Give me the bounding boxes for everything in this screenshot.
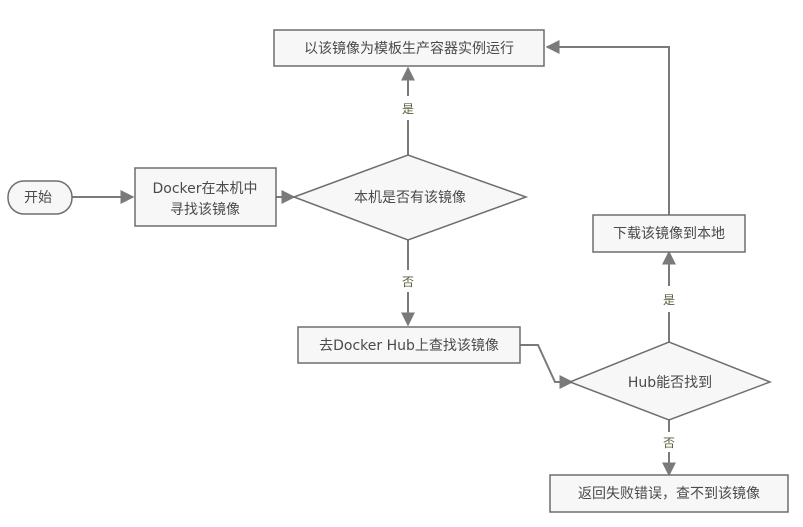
node-download[interactable]: 下载该镜像到本地 (592, 214, 746, 253)
node-has-local-decision[interactable]: 本机是否有该镜像 (291, 154, 529, 241)
edge-label-no-local: 否 (402, 275, 414, 289)
edge-label-yes-local: 是 (402, 102, 414, 116)
node-search-local[interactable]: Docker在本机中 寻找该镜像 (134, 167, 277, 227)
node-error-label: 返回失败错误，查不到该镜像 (578, 486, 760, 502)
node-hub-found-label: Hub能否找到 (628, 375, 712, 391)
node-search-hub-label: 去Docker Hub上查找该镜像 (319, 338, 499, 354)
node-has-local-label: 本机是否有该镜像 (354, 190, 466, 206)
edge-label-no-hub: 否 (663, 436, 675, 450)
edge-hub-search-to-hub-decision (520, 344, 574, 389)
node-run-container-label: 以该镜像为模板生产容器实例运行 (304, 40, 514, 57)
node-error[interactable]: 返回失败错误，查不到该镜像 (549, 474, 789, 513)
edge-label-yes-hub: 是 (663, 293, 675, 307)
node-search-local-label-line2: 寻找该镜像 (170, 202, 240, 218)
node-start-label: 开始 (24, 190, 52, 206)
edge-download-to-run (545, 40, 670, 216)
node-run-container[interactable]: 以该镜像为模板生产容器实例运行 (273, 29, 545, 67)
node-start[interactable]: 开始 (7, 180, 73, 215)
node-search-hub[interactable]: 去Docker Hub上查找该镜像 (297, 326, 521, 364)
node-search-local-label-line1: Docker在本机中 (152, 181, 257, 197)
node-download-label: 下载该镜像到本地 (613, 226, 725, 242)
edges (72, 40, 676, 477)
node-hub-found-decision[interactable]: Hub能否找到 (567, 341, 773, 421)
